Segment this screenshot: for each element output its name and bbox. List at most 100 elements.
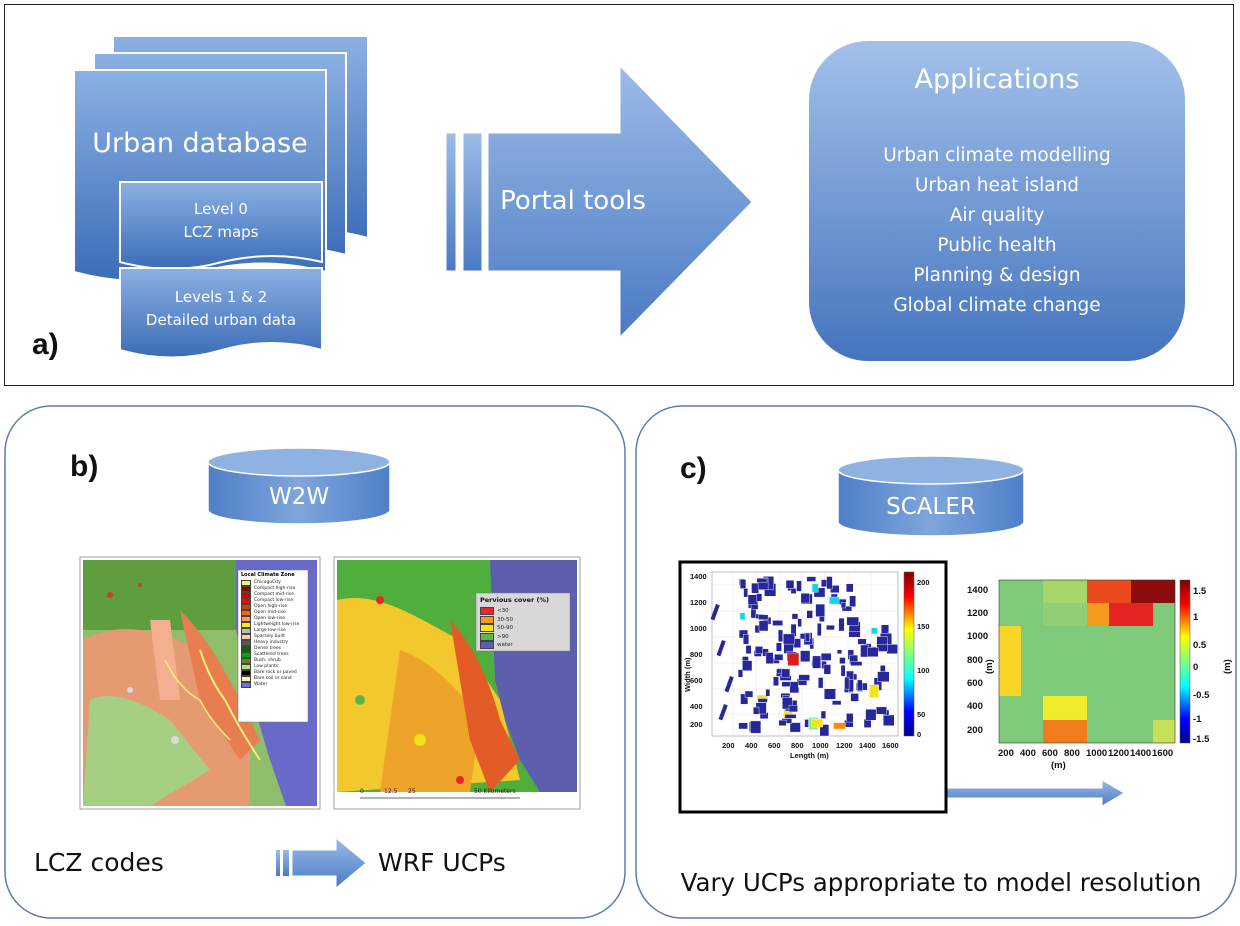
legend-swatch bbox=[241, 646, 251, 652]
colorbar-tick-label: 1 bbox=[1193, 612, 1199, 623]
legend-label: Bare soil or sand bbox=[254, 676, 292, 682]
building-footprint bbox=[820, 710, 827, 719]
building-footprint bbox=[743, 588, 748, 598]
legend-label: <30 bbox=[497, 608, 509, 614]
heatmap-cell bbox=[1109, 626, 1131, 649]
panel-c-label: c) bbox=[680, 452, 707, 485]
axis-tick-label: 800 bbox=[967, 655, 983, 666]
building-footprint bbox=[846, 583, 854, 593]
building-footprint bbox=[836, 649, 842, 654]
legend-label: Heavy industry bbox=[254, 640, 289, 646]
axis-tick-label: 1200 bbox=[836, 741, 853, 750]
legend-swatch bbox=[241, 658, 251, 664]
building-footprint bbox=[781, 681, 791, 687]
levels12-document bbox=[119, 267, 323, 359]
lcz-map bbox=[79, 556, 321, 810]
axis-tick-label: 1000 bbox=[967, 631, 989, 642]
heatmap-cell bbox=[1087, 649, 1109, 673]
building-footprint bbox=[806, 610, 813, 619]
building-footprint bbox=[740, 693, 749, 705]
building-footprint bbox=[846, 713, 854, 723]
axis-tick-label: 1000 bbox=[690, 624, 707, 633]
panel-a bbox=[4, 4, 1234, 386]
axis-tick-label: 200 bbox=[967, 725, 983, 736]
building-footprint bbox=[756, 578, 768, 583]
colorbar-tick-label: -1.5 bbox=[1193, 734, 1210, 745]
axis-tick-label: 1200 bbox=[967, 608, 989, 619]
heatmap-cell bbox=[999, 649, 1021, 673]
scale-tick-label: 50 Kilometers bbox=[474, 788, 516, 795]
legend-label: Large low-rise bbox=[254, 628, 286, 634]
heatmap-cell bbox=[1109, 673, 1131, 696]
building-footprint bbox=[765, 652, 774, 664]
heatmap-cell bbox=[1131, 649, 1153, 673]
building-footprint bbox=[784, 714, 797, 719]
panel-b bbox=[4, 405, 626, 919]
building-footprint bbox=[813, 587, 826, 598]
scale-tick-label: 12.5 bbox=[384, 788, 398, 795]
building-footprint bbox=[840, 602, 846, 609]
legend-item: Compact low-rise bbox=[241, 598, 307, 604]
building-footprint bbox=[867, 647, 879, 658]
heatmap-cell bbox=[1065, 696, 1087, 720]
legend-swatch bbox=[241, 676, 251, 682]
heatmap-cell bbox=[1021, 673, 1043, 696]
building-footprint bbox=[778, 629, 784, 643]
colorbar-tick-label: 150 bbox=[917, 622, 930, 631]
building-footprint bbox=[841, 606, 853, 612]
building-footprint bbox=[804, 632, 810, 642]
heatmap-cell bbox=[1109, 696, 1131, 720]
heatmap-cell bbox=[1087, 720, 1109, 743]
building-footprint bbox=[790, 588, 797, 594]
legend-label: 30-50 bbox=[497, 616, 513, 623]
legend-swatch bbox=[241, 580, 251, 586]
building-footprint bbox=[757, 577, 769, 590]
panel-c bbox=[635, 405, 1237, 919]
axis-tick-label: 1600 bbox=[1152, 748, 1174, 759]
legend-label: >90 bbox=[497, 633, 509, 640]
axis-tick-label: 400 bbox=[745, 741, 758, 750]
level0-line2: LCZ maps bbox=[183, 223, 259, 241]
axis-tick-label: 1400 bbox=[690, 572, 707, 581]
heatmap-cell bbox=[1087, 603, 1109, 626]
panel-a-label: a) bbox=[32, 328, 59, 361]
heatmap-cell bbox=[999, 673, 1021, 696]
building-footprint bbox=[718, 704, 728, 721]
application-item: Urban climate modelling bbox=[883, 145, 1111, 166]
building-footprint bbox=[844, 676, 850, 690]
legend-item: Sparsely built bbox=[241, 634, 307, 640]
heatmap-cell bbox=[1043, 603, 1065, 626]
building-footprint bbox=[826, 625, 835, 631]
portal-tools-label: Portal tools bbox=[500, 186, 646, 216]
application-item: Global climate change bbox=[893, 295, 1101, 316]
building-footprint bbox=[826, 576, 833, 590]
axis-tick-label: 1400 bbox=[967, 585, 989, 596]
heatmap-cell bbox=[1153, 696, 1175, 720]
legend-label: Compact low-rise bbox=[254, 598, 294, 604]
heatmap-cell bbox=[1131, 580, 1153, 603]
building-footprint bbox=[811, 583, 819, 593]
y-axis-label: Width (m) bbox=[683, 657, 692, 692]
building-footprint bbox=[756, 593, 763, 602]
colorbar-tick-label: 1.5 bbox=[1193, 586, 1207, 597]
building-footprint bbox=[772, 620, 784, 626]
heatmap-cell bbox=[1087, 696, 1109, 720]
building-footprint bbox=[778, 719, 787, 726]
colorbar-tick-label: 0 bbox=[1193, 662, 1199, 673]
building-footprint bbox=[753, 706, 760, 715]
legend-swatch bbox=[241, 592, 251, 598]
heatmap-cell bbox=[1153, 649, 1175, 673]
heatmap-cell bbox=[1043, 626, 1065, 649]
colorbar-tick-label: 50 bbox=[917, 710, 926, 719]
axis-tick-label: 1200 bbox=[1108, 748, 1130, 759]
building-footprint bbox=[744, 690, 754, 698]
heatmap-cell bbox=[1021, 720, 1043, 743]
building-footprint bbox=[797, 618, 802, 627]
legend-swatch bbox=[241, 598, 251, 604]
legend-swatch bbox=[241, 640, 251, 646]
building-footprint bbox=[796, 580, 802, 592]
legend-label: 50-90 bbox=[497, 625, 513, 631]
legend-swatch bbox=[241, 616, 251, 622]
